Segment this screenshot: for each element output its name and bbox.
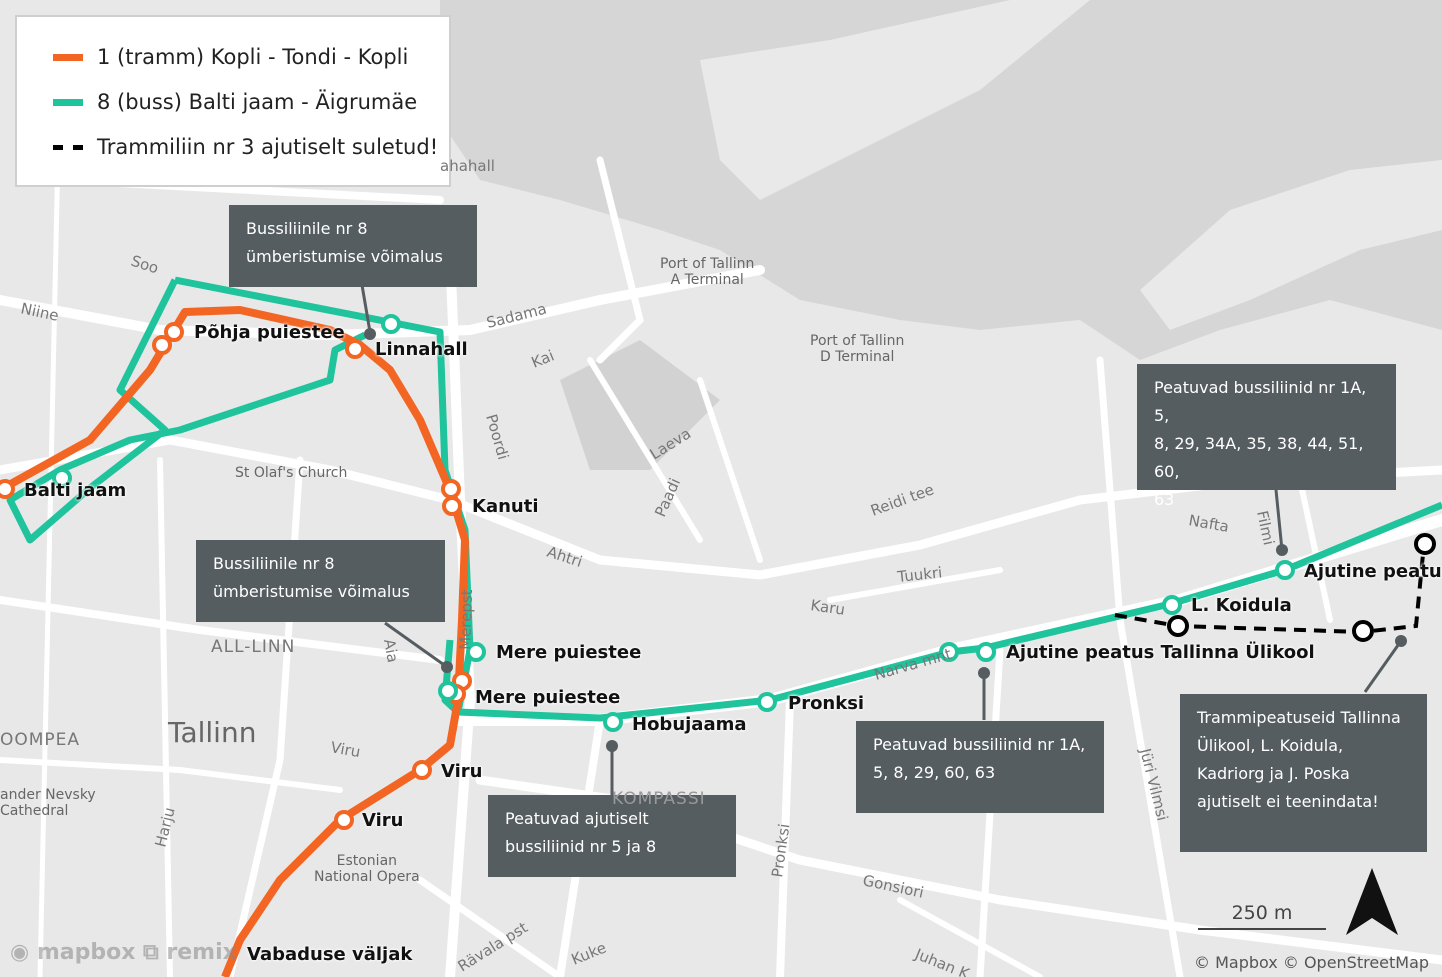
legend-item-closed-tram-3: Trammiliin nr 3 ajutiselt suletud! xyxy=(53,135,438,159)
closed-tram-stops[interactable] xyxy=(1167,533,1436,642)
pier xyxy=(700,0,1090,200)
poi-text: ander Nevsky xyxy=(0,787,96,803)
poi-text: A Terminal xyxy=(670,272,744,288)
stop-label-mere-tram[interactable]: Mere puiestee xyxy=(475,687,621,708)
stop-label-balti-jaam[interactable]: Balti jaam xyxy=(24,480,127,501)
street-karu: Karu xyxy=(809,596,846,619)
callout-text: Bussiliinile nr 8 xyxy=(246,219,368,238)
street-tuukri: Tuukri xyxy=(896,563,944,586)
north-arrow xyxy=(1346,868,1398,935)
poi-text: D Terminal xyxy=(819,349,895,365)
callout-text: Trammipeatuseid Tallinna xyxy=(1197,708,1401,727)
callout-text: Peatuvad bussiliinid nr 1A, xyxy=(873,735,1086,754)
legend-swatch-bus xyxy=(53,98,83,106)
stop-label-pohja[interactable]: Põhja puiestee xyxy=(194,322,345,343)
callout-text: Bussiliinile nr 8 xyxy=(213,554,335,573)
callout-connectors xyxy=(360,284,1403,795)
callout-ylikool: Peatuvad bussiliinid nr 1A, 5, 8, 29, 60… xyxy=(856,721,1104,813)
callout-text: ümberistumise võimalus xyxy=(213,582,410,601)
street-viru: Viru xyxy=(329,738,361,761)
scale-bar: 250 m xyxy=(1198,902,1326,930)
legend-swatch-closed xyxy=(53,144,83,150)
callout-text: Peatuvad bussiliinid nr 1A, 5, xyxy=(1154,378,1367,425)
stop-label-viru-2[interactable]: Viru xyxy=(362,810,404,831)
callout-text: 63 xyxy=(1154,490,1175,509)
poi-port-d: Port of Tallinn D Terminal xyxy=(810,333,904,365)
callout-text: Peatuvad ajutiselt xyxy=(505,809,649,828)
callout-text: ajutiselt ei teenindata! xyxy=(1197,792,1379,811)
stop-label-vabaduse[interactable]: Vabaduse väljak xyxy=(247,944,413,965)
callout-text: ümberistumise võimalus xyxy=(246,247,443,266)
poi-port-a: Port of Tallinn A Terminal xyxy=(660,256,754,288)
stop-label-hobujaama[interactable]: Hobujaama xyxy=(632,714,747,735)
poi-text: National Opera xyxy=(314,869,420,885)
street-aia: Aia xyxy=(380,638,402,664)
street-merepst: Merepst xyxy=(456,589,476,650)
poi-text: Port of Tallinn xyxy=(660,256,755,272)
pier xyxy=(1140,160,1442,330)
stop-label-viru-1[interactable]: Viru xyxy=(441,761,483,782)
bus-stops[interactable] xyxy=(52,314,1295,732)
tram-stops[interactable] xyxy=(0,322,472,830)
stop-label-ajutine[interactable]: Ajutine peatus xyxy=(1304,561,1442,582)
legend-label: 8 (buss) Balti jaam - Äigrumäe xyxy=(97,90,418,114)
mapbox-logo: ◉ mapbox xyxy=(10,940,136,965)
district-kompassi: KOMPASSI xyxy=(612,789,706,809)
callout-anchors xyxy=(364,328,1407,752)
stop-label-koidula[interactable]: L. Koidula xyxy=(1191,595,1292,616)
stop-label-pronksi[interactable]: Pronksi xyxy=(788,693,865,714)
callout-ajutine: Peatuvad bussiliinid nr 1A, 5, 8, 29, 34… xyxy=(1137,364,1396,509)
legend-label: Trammiliin nr 3 ajutiselt suletud! xyxy=(97,135,439,159)
callout-text: Ülikool, L. Koidula, xyxy=(1197,736,1344,755)
mapbox-logo-text: mapbox xyxy=(36,940,136,965)
legend-item-bus-8: 8 (buss) Balti jaam - Äigrumäe xyxy=(53,90,417,114)
remix-logo-text: remix xyxy=(166,940,237,965)
poi-text: Port of Tallinn xyxy=(810,333,905,349)
callout-text: bussiliinid nr 5 ja 8 xyxy=(505,837,657,856)
poi-st-olaf: St Olaf's Church xyxy=(235,465,348,481)
callout-text: 5, 8, 29, 60, 63 xyxy=(873,763,996,782)
stop-label-kanuti[interactable]: Kanuti xyxy=(472,496,539,517)
poi-text: Estonian xyxy=(336,853,398,869)
legend: 1 (tramm) Kopli - Tondi - Kopli 8 (buss)… xyxy=(15,15,451,187)
street-label-hahall: ahahall xyxy=(440,157,495,175)
legend-item-tram-1: 1 (tramm) Kopli - Tondi - Kopli xyxy=(53,45,408,69)
poi-text: Cathedral xyxy=(0,803,69,819)
poi-nevsky: ander Nevsky Cathedral xyxy=(0,787,96,819)
callout-text: Kadriorg ja J. Poska xyxy=(1197,764,1350,783)
callout-text: 8, 29, 34A, 35, 38, 44, 51, 60, xyxy=(1154,434,1364,481)
district-all-linn: ALL-LINN xyxy=(211,637,296,657)
callout-hobujaama: Peatuvad ajutiselt bussiliinid nr 5 ja 8 xyxy=(488,795,736,877)
stop-label-ajutine-ylikool[interactable]: Ajutine peatus Tallinna Ülikool xyxy=(1006,642,1315,663)
city-label-tallinn: Tallinn xyxy=(168,716,257,749)
callout-transfer-linnahall: Bussiliinile nr 8 ümberistumise võimalus xyxy=(229,205,477,287)
legend-label: 1 (tramm) Kopli - Tondi - Kopli xyxy=(97,45,409,69)
legend-swatch-tram xyxy=(53,53,83,61)
stop-label-linnahall[interactable]: Linnahall xyxy=(375,339,468,360)
stop-label-mere-bus[interactable]: Mere puiestee xyxy=(496,642,642,663)
poi-opera: Estonian National Opera xyxy=(314,853,420,885)
district-toompea: OOMPEA xyxy=(0,730,81,750)
remix-logo: ⧉ remix xyxy=(143,940,237,965)
callout-tram-closed: Trammipeatuseid Tallinna Ülikool, L. Koi… xyxy=(1180,694,1427,852)
callout-transfer-mere: Bussiliinile nr 8 ümberistumise võimalus xyxy=(196,540,445,622)
map-attribution[interactable]: © Mapbox © OpenStreetMap xyxy=(1194,953,1430,972)
